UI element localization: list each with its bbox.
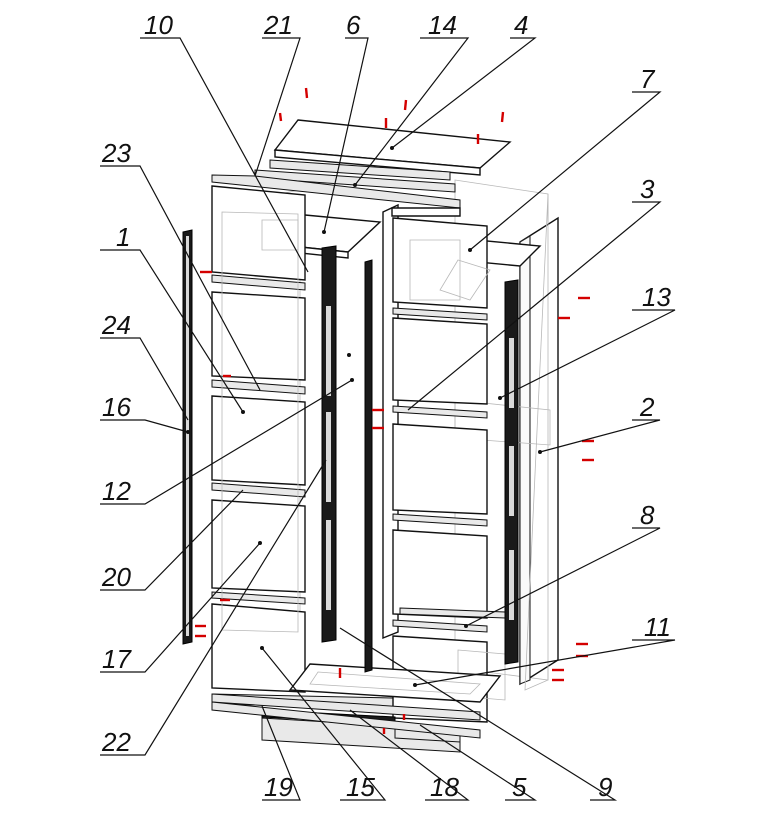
part-label-9: 9 [598,772,612,802]
part-label-15: 15 [346,772,375,802]
part-label-22: 22 [101,727,131,757]
part-number-labels: 10 21 6 14 4 7 3 13 2 8 11 9 5 18 15 19 … [101,10,671,802]
fastener-marks [195,87,594,734]
part-label-14: 14 [428,10,457,40]
part-label-13: 13 [642,282,671,312]
top-rails [211,159,461,209]
leader-lines [100,37,676,801]
part-label-12: 12 [102,476,131,506]
center-bar-thin [364,259,373,673]
bottom-drawer [288,663,502,703]
right-door-panels [392,217,506,723]
part-label-23: 23 [101,138,131,168]
part-label-5: 5 [512,772,527,802]
part-label-3: 3 [640,174,655,204]
part-label-8: 8 [640,500,655,530]
part-label-18: 18 [430,772,459,802]
top-panel [273,119,512,176]
part-label-19: 19 [264,772,293,802]
part-label-1: 1 [116,222,130,252]
part-label-21: 21 [263,10,293,40]
part-label-17: 17 [102,644,132,674]
left-door-bar [182,229,193,645]
part-label-6: 6 [346,10,361,40]
part-label-4: 4 [514,10,528,40]
part-label-2: 2 [639,392,655,422]
part-label-24: 24 [101,310,131,340]
bottom-plinth [211,693,481,753]
part-label-10: 10 [144,10,173,40]
right-bar-dark [504,279,519,665]
part-label-20: 20 [101,562,131,592]
part-label-7: 7 [640,64,656,94]
part-label-16: 16 [102,392,131,422]
center-bar-dark [321,245,337,643]
left-door-panels [211,185,481,711]
part-label-11: 11 [644,612,671,642]
